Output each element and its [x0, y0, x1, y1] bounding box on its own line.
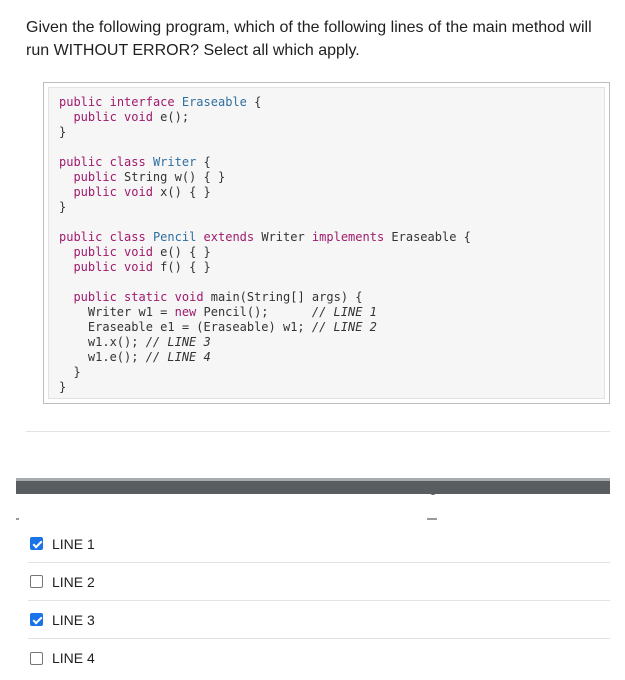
option-checkbox[interactable]: [30, 537, 43, 550]
answer-options: LINE 1 LINE 2 LINE 3 LINE 4: [28, 525, 610, 677]
option-line-3[interactable]: LINE 3: [28, 601, 610, 639]
option-checkbox[interactable]: [30, 651, 43, 665]
option-label: LINE 1: [52, 535, 95, 552]
bar-notch: [430, 492, 436, 495]
tick-mark: [16, 518, 19, 520]
option-line-2[interactable]: LINE 2: [28, 563, 610, 601]
code-listing: public interface Eraseable { public void…: [59, 95, 471, 394]
option-line-1[interactable]: LINE 1: [28, 525, 610, 563]
code-background: public interface Eraseable { public void…: [48, 87, 605, 399]
code-block: public interface Eraseable { public void…: [43, 82, 610, 404]
option-checkbox[interactable]: [30, 575, 43, 588]
toolbar-bar: [16, 481, 610, 494]
option-label: LINE 4: [52, 650, 95, 666]
option-checkbox[interactable]: [30, 613, 43, 626]
tick-mark: [427, 518, 437, 520]
option-line-4[interactable]: LINE 4: [28, 639, 610, 677]
question-text: Given the following program, which of th…: [26, 19, 592, 59]
toolbar-bar-edge: [16, 478, 610, 481]
divider: [26, 431, 610, 432]
option-label: LINE 3: [52, 611, 95, 628]
option-label: LINE 2: [52, 573, 95, 590]
